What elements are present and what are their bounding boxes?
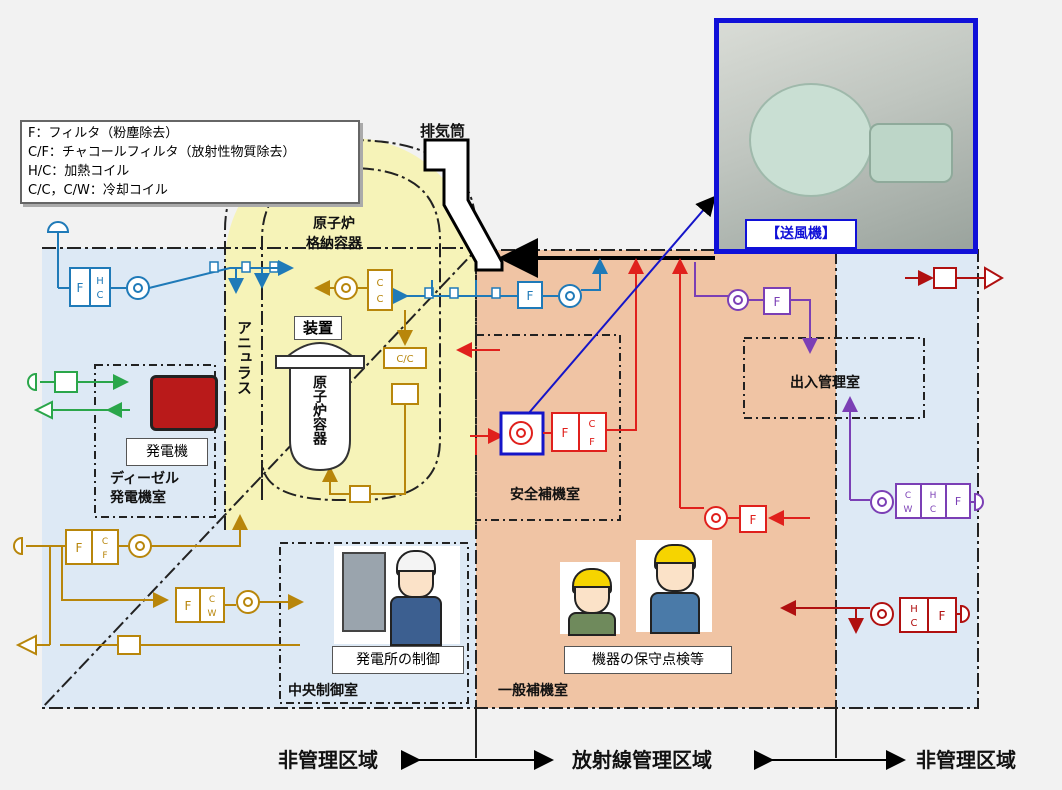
svg-text:H: H [96, 276, 104, 287]
svg-text:F: F [955, 495, 961, 508]
reactor-vessel [289, 368, 351, 472]
exhaust-stack [423, 138, 504, 272]
central-control-label: 中央制御室 [288, 683, 358, 699]
svg-text:C: C [209, 595, 215, 605]
svg-text:H: H [930, 491, 937, 501]
motor-icon [869, 123, 953, 183]
reactor-vessel-label: 原子炉容器 [311, 375, 327, 445]
stack-label: 排気筒 [420, 122, 466, 140]
access-control-outline [743, 337, 925, 419]
annulus-label: アニュラス [235, 320, 253, 395]
general-aux-label: 一般補機室 [498, 683, 568, 699]
central-control-outline [279, 542, 469, 704]
svg-text:C: C [911, 618, 918, 629]
zone-right-label: 非管理区域 [916, 748, 1016, 772]
building-outline [39, 247, 979, 709]
filter-label: F [77, 281, 84, 295]
svg-text:W: W [208, 609, 217, 619]
legend-cooling-coil: C/C，C/W：冷却コイル [28, 183, 168, 198]
diesel-room-label: ディーゼル 発電機室 [110, 471, 180, 506]
worker-icon [636, 540, 712, 634]
operator-icon [334, 546, 460, 646]
svg-text:H: H [910, 604, 918, 615]
generator-icon [150, 375, 218, 431]
svg-text:C: C [589, 419, 596, 430]
svg-text:F: F [774, 295, 781, 309]
svg-text:C: C [97, 290, 104, 301]
generator-label: 発電機 [126, 438, 208, 466]
fan-housing-icon [749, 83, 873, 197]
blower-photo: 【送風機】 [714, 18, 978, 254]
svg-text:F: F [939, 609, 946, 623]
svg-text:F: F [589, 437, 595, 448]
zone-left-label: 非管理区域 [278, 748, 378, 772]
svg-text:C: C [377, 278, 384, 289]
svg-text:F: F [750, 513, 757, 527]
legend-box: F：フィルタ（粉塵除去） C/F：チャコールフィルタ（放射性物質除去） H/C：… [20, 120, 360, 204]
svg-text:F: F [562, 426, 569, 440]
legend-charcoal-filter: C/F：チャコールフィルタ（放射性物質除去） [28, 145, 296, 160]
containment-label: 原子炉 格納容器 [306, 216, 362, 252]
cooling-coil-label: C/C [396, 354, 413, 365]
zone-middle-label: 放射線管理区域 [572, 748, 712, 772]
svg-text:C: C [377, 294, 384, 305]
svg-text:W: W [904, 505, 913, 515]
svg-text:F: F [185, 599, 192, 613]
valve-icon [209, 261, 219, 273]
maintenance-label: 機器の保守点検等 [564, 646, 732, 674]
blower-caption: 【送風機】 [745, 219, 857, 249]
svg-text:F: F [102, 551, 107, 561]
legend-heating-coil: H/C：加熱コイル [28, 164, 130, 179]
plant-control-label: 発電所の制御 [332, 646, 464, 674]
worker-icon [560, 562, 620, 636]
callout-line [527, 195, 716, 415]
svg-text:C: C [930, 505, 936, 515]
access-control-label: 出入管理室 [790, 375, 860, 391]
diesel-room-outline [94, 364, 216, 518]
device-label: 装置 [294, 316, 342, 340]
svg-text:F: F [527, 289, 534, 303]
blower-icon [126, 276, 150, 300]
svg-text:C: C [905, 491, 911, 501]
svg-text:F: F [76, 541, 83, 555]
svg-text:C: C [102, 537, 108, 547]
safety-aux-outline [475, 334, 621, 521]
legend-filter: F：フィルタ（粉塵除去） [28, 126, 179, 141]
safety-aux-label: 安全補機室 [510, 487, 580, 503]
